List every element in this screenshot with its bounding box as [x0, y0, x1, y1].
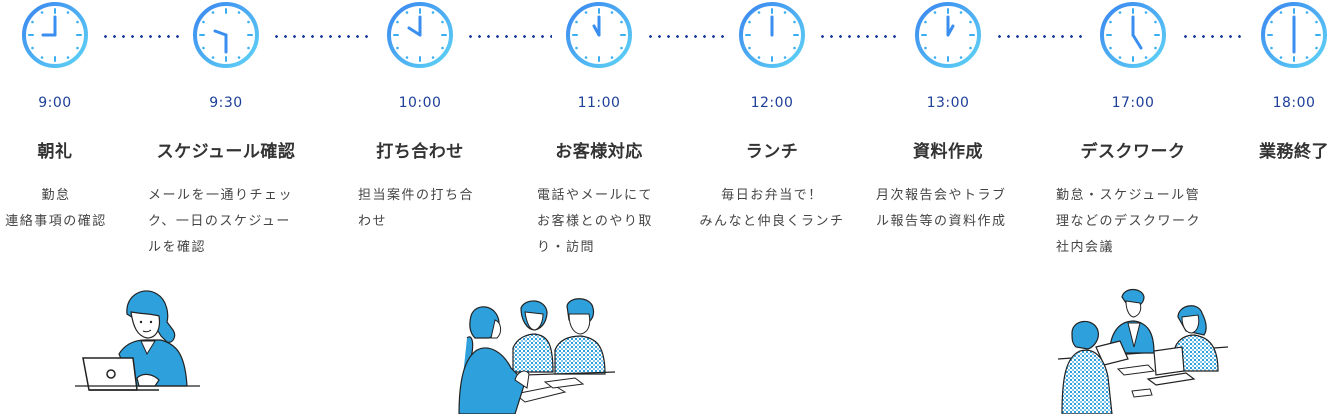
clock-10-00-icon	[385, 0, 455, 70]
step-title: ランチ	[745, 142, 799, 162]
dotted-connector	[646, 35, 726, 38]
dotted-connector	[272, 35, 372, 38]
step-title: お客様対応	[555, 142, 643, 162]
step-time: 9:30	[209, 95, 243, 111]
step-time: 10:00	[398, 95, 442, 111]
step-time: 12:00	[750, 95, 794, 111]
step-description: 電話やメールにて お客様とのやり取 り・訪問	[537, 188, 654, 255]
step-time: 13:00	[926, 95, 970, 111]
step-description: メールを一通りチェッ ク、一日のスケジュー ルを確認	[148, 188, 294, 255]
step-title: 資料作成	[913, 142, 983, 162]
step-title: デスクワーク	[1080, 142, 1186, 162]
step-title: スケジュール確認	[156, 142, 296, 162]
step-description: 月次報告会やトラブ ル報告等の資料作成	[876, 188, 1007, 229]
step-time: 9:00	[38, 95, 72, 111]
clock-18-00-icon	[1259, 0, 1329, 70]
woman-at-laptop-illustration	[75, 286, 200, 398]
dotted-connector	[818, 35, 898, 38]
clock-9-00-icon	[20, 0, 90, 70]
step-title: 業務終了	[1259, 142, 1329, 162]
step-description: 勤怠 連絡事項の確認	[5, 188, 107, 229]
step-title: 打ち合わせ	[376, 142, 464, 162]
customer-meeting-illustration	[455, 298, 615, 414]
step-description: 担当案件の打ち合 わせ	[358, 188, 475, 229]
step-description: 毎日お弁当で！ みんなと仲良くランチ	[699, 188, 845, 229]
clock-13-00-icon	[913, 0, 983, 70]
team-meeting-illustration	[1058, 287, 1228, 414]
clock-9-30-icon	[191, 0, 261, 70]
dotted-connector	[101, 35, 179, 38]
clock-11-00-icon	[564, 0, 634, 70]
dotted-connector	[995, 35, 1085, 38]
step-description: 勤怠・スケジュール管 理などのデスクワーク 社内会議	[1056, 188, 1202, 255]
step-time: 18:00	[1272, 95, 1316, 111]
clock-12-00-icon	[737, 0, 807, 70]
clock-17-00-icon	[1098, 0, 1168, 70]
dotted-connector	[1181, 35, 1247, 38]
dotted-connector	[466, 35, 552, 38]
step-time: 11:00	[577, 95, 621, 111]
step-time: 17:00	[1111, 95, 1155, 111]
step-title: 朝礼	[37, 142, 73, 162]
